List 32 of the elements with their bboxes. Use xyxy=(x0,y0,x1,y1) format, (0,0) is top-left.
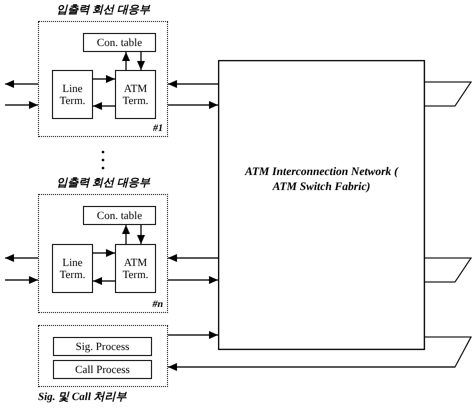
group-title: Sig. 및 Call 처리부 xyxy=(38,390,127,404)
process-box: Call Process xyxy=(53,360,152,379)
process-box: Con. table xyxy=(83,206,156,225)
module-number: #1 xyxy=(153,123,163,134)
arrow xyxy=(122,225,130,244)
arrow xyxy=(168,276,218,284)
arrow xyxy=(5,276,38,284)
process-box: Line Term. xyxy=(52,70,93,119)
process-box: ATM Term. xyxy=(115,70,156,119)
process-box: Line Term. xyxy=(52,244,93,293)
arrow xyxy=(93,249,115,257)
arrow xyxy=(5,254,38,262)
arrow xyxy=(93,277,115,285)
process-box: Con. table xyxy=(83,33,156,52)
arrow xyxy=(137,225,145,244)
arrow xyxy=(168,101,218,109)
arrow xyxy=(168,254,218,262)
group-title: 입출력 회선 대응부 xyxy=(55,176,152,190)
arrow xyxy=(137,52,145,70)
arrow xyxy=(5,101,38,109)
arrow xyxy=(93,102,115,110)
arrow xyxy=(93,75,115,83)
process-box: ATM Term. xyxy=(115,244,156,293)
arrow xyxy=(168,331,218,339)
module-number: #n xyxy=(152,299,163,310)
process-box: Sig. Process xyxy=(53,337,152,356)
arrow xyxy=(168,80,218,88)
switch-fabric-drawing xyxy=(218,60,472,370)
group-title: 입출력 회선 대응부 xyxy=(55,3,152,17)
node-label: ATM Interconnection Network ( ATM Switch Fabric) xyxy=(244,165,400,195)
arrow xyxy=(122,52,130,70)
arrow xyxy=(5,80,38,88)
